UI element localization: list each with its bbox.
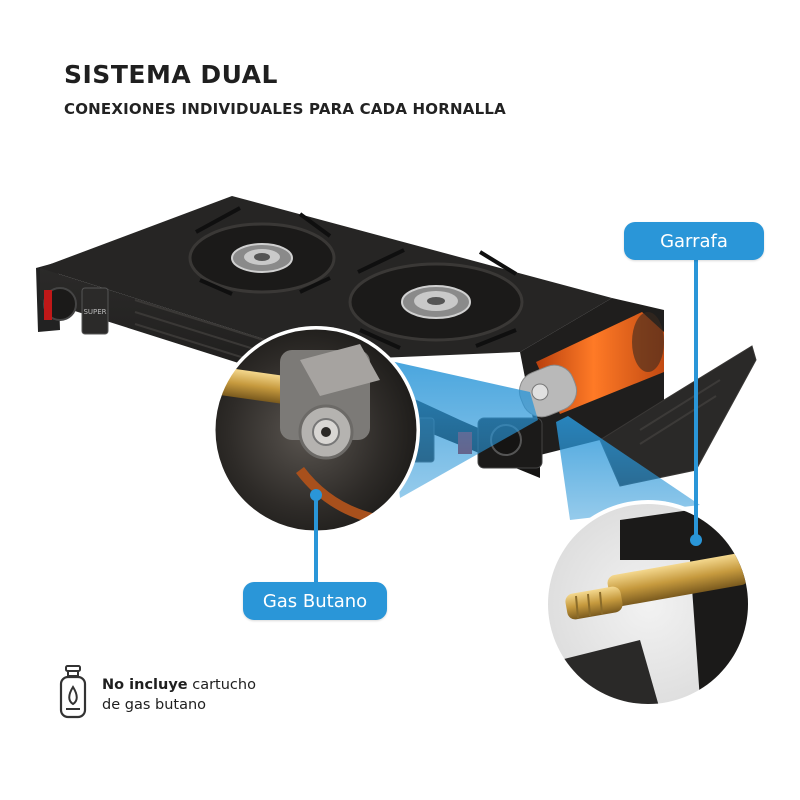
callout-lines	[314, 260, 698, 582]
note-line2: de gas butano	[102, 697, 207, 713]
stove-body: SUPER	[36, 196, 757, 487]
zoom-beam-left	[386, 360, 538, 498]
zoom-circle-garrafa	[544, 500, 752, 708]
burner-right	[348, 248, 524, 350]
callout-garrafa: Garrafa	[624, 222, 764, 260]
callout-gas-butano: Gas Butano	[243, 582, 387, 620]
callout-dot-right	[690, 534, 702, 546]
burner-left	[188, 206, 336, 296]
stove-label-left: SUPER	[83, 308, 106, 316]
note-bold: No incluye cartucho	[102, 677, 256, 693]
page-title: SISTEMA DUAL	[64, 60, 278, 89]
zoom-circle-gas-butano	[212, 326, 420, 534]
callout-dot-left	[310, 489, 322, 501]
zoom-beam-right	[556, 416, 700, 520]
page-subtitle: CONEXIONES INDIVIDUALES PARA CADA HORNAL…	[64, 100, 506, 118]
note-text: No incluye cartucho de gas butano	[102, 675, 256, 715]
gas-cylinder-icon	[59, 665, 87, 719]
